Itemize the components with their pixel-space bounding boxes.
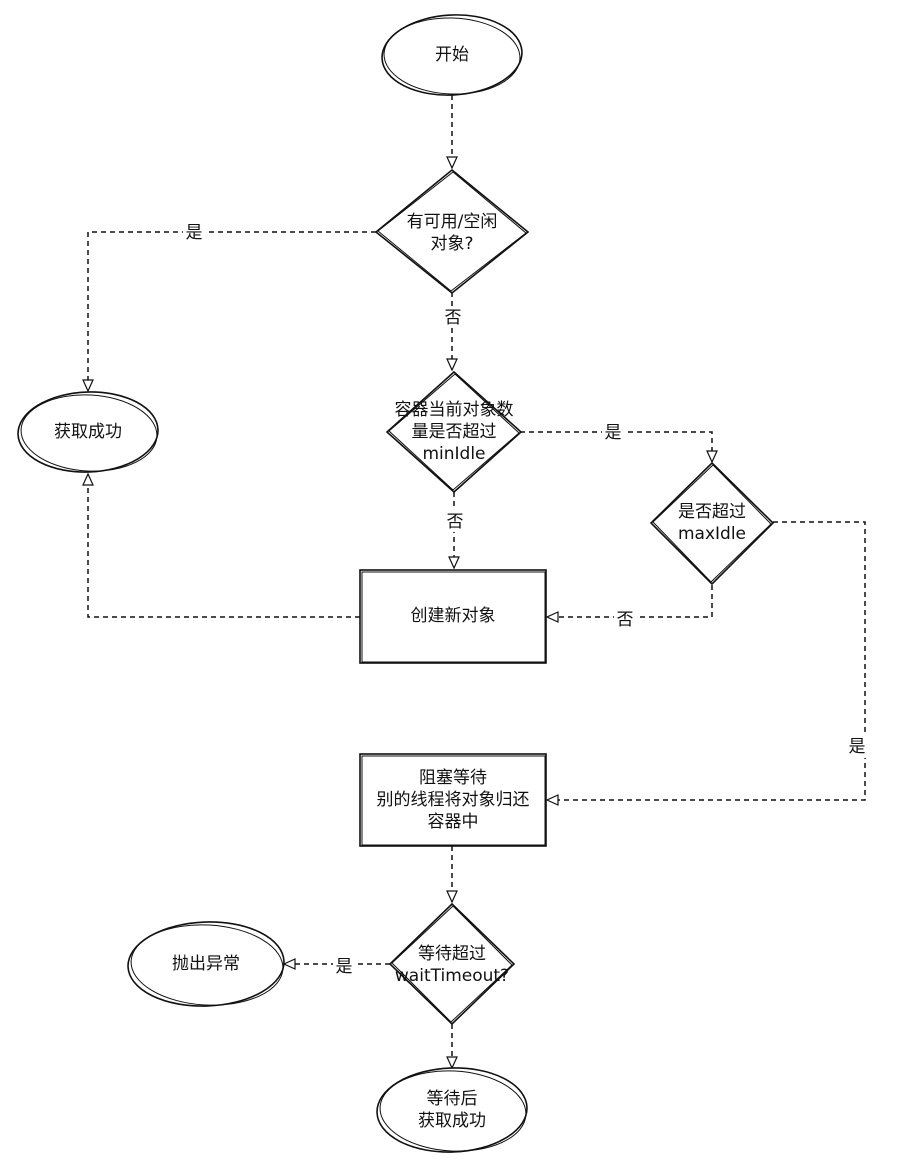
node-create: 创建新对象	[359, 569, 547, 664]
node-idle-check: 有可用/空闲 对象?	[374, 168, 530, 295]
node-timeout-check: 等待超过 waitTimeout?	[388, 902, 516, 1026]
min-check-label-line3: minIdle	[422, 444, 485, 464]
arrowhead	[448, 556, 460, 570]
max-check-label-line1: 是否超过	[678, 502, 746, 522]
arrowhead	[446, 358, 458, 372]
arrowhead	[545, 794, 559, 806]
node-min-check: 容器当前对象数 量是否超过 minIdle	[385, 370, 523, 494]
idle-check-label-line2: 对象?	[430, 234, 473, 254]
min-check-label-line1: 容器当前对象数	[395, 400, 514, 420]
edge-label-max-yes: 是	[849, 737, 866, 757]
edge-label-timeout-yes: 是	[336, 957, 353, 977]
min-check-label-line2: 量是否超过	[412, 422, 497, 442]
arrowhead	[446, 1056, 458, 1070]
node-throw: 抛出异常	[127, 921, 285, 1007]
block-wait-label-line2: 别的线程将对象归还	[377, 790, 530, 810]
edge-label-min-no: 否	[447, 512, 464, 532]
arrowhead	[706, 450, 718, 464]
arrowhead	[545, 611, 559, 623]
node-after-wait: 等待后 获取成功	[376, 1067, 528, 1153]
create-label: 创建新对象	[411, 606, 496, 626]
node-success: 获取成功	[17, 391, 159, 473]
start-label: 开始	[435, 45, 469, 65]
node-start: 开始	[381, 14, 523, 96]
node-max-check: 是否超过 maxIdle	[649, 461, 775, 586]
after-wait-label-line2: 获取成功	[418, 1111, 486, 1131]
node-block-wait: 阻塞等待 别的线程将对象归还 容器中	[359, 753, 547, 847]
edge-label-min-yes: 是	[605, 423, 622, 443]
arrowhead	[82, 472, 94, 486]
timeout-check-label-line1: 等待超过	[418, 944, 486, 964]
edge-idle-yes-to-success	[87, 231, 376, 385]
timeout-check-label-line2: waitTimeout?	[395, 966, 509, 986]
edge-label-max-no: 否	[617, 610, 634, 630]
edge-labels: 是 否 是 否 否 是 是	[183, 222, 868, 977]
block-wait-label-line1: 阻塞等待	[419, 768, 487, 788]
arrowhead	[446, 890, 458, 904]
arrowhead	[446, 156, 458, 170]
edge-create-to-success	[87, 480, 360, 618]
max-check-label-line2: maxIdle	[678, 524, 746, 544]
edge-label-idle-yes: 是	[186, 223, 203, 243]
arrowhead	[282, 958, 296, 970]
arrowhead	[82, 379, 94, 393]
throw-label: 抛出异常	[172, 954, 240, 974]
success-label: 获取成功	[54, 422, 122, 442]
edge-max-yes-to-block-wait	[553, 521, 866, 801]
edge-label-idle-no: 否	[445, 308, 462, 328]
after-wait-label-line1: 等待后	[427, 1089, 478, 1109]
edge-max-no-to-create	[553, 585, 713, 618]
block-wait-label-line3: 容器中	[428, 812, 479, 832]
idle-check-label-line1: 有可用/空闲	[407, 212, 498, 232]
edge-min-yes-to-max-check	[520, 431, 713, 456]
